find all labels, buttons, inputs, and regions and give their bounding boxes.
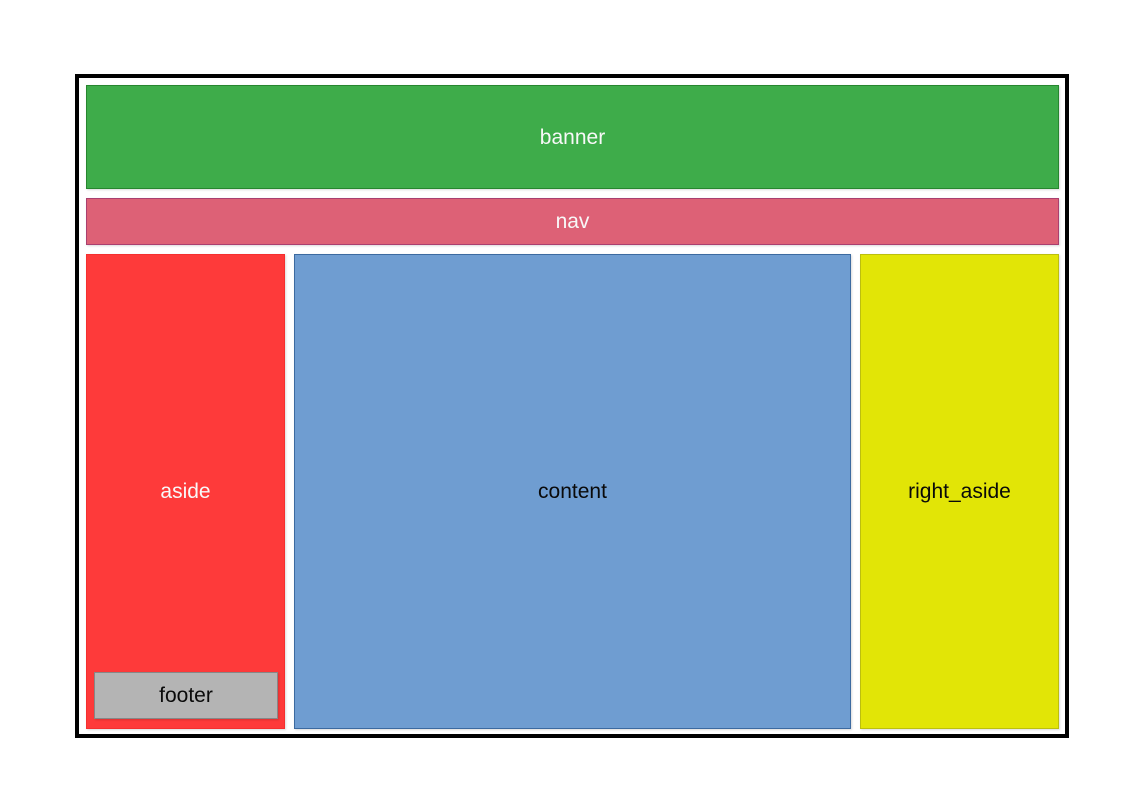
banner-region: banner	[86, 85, 1059, 189]
aside-label: aside	[160, 480, 211, 503]
nav-region: nav	[86, 198, 1059, 245]
layout-grid: banner nav aside footer content right_as…	[86, 85, 1059, 729]
footer-region: footer	[94, 672, 278, 719]
nav-label: nav	[555, 210, 590, 233]
content-region: content	[294, 254, 851, 729]
banner-label: banner	[539, 125, 606, 149]
right-aside-label: right_aside	[908, 480, 1011, 503]
layout-frame: banner nav aside footer content right_as…	[75, 74, 1069, 738]
right-aside-region: right_aside	[860, 254, 1059, 729]
aside-region: aside footer	[86, 254, 285, 729]
content-label: content	[538, 480, 607, 503]
footer-label: footer	[159, 684, 213, 707]
